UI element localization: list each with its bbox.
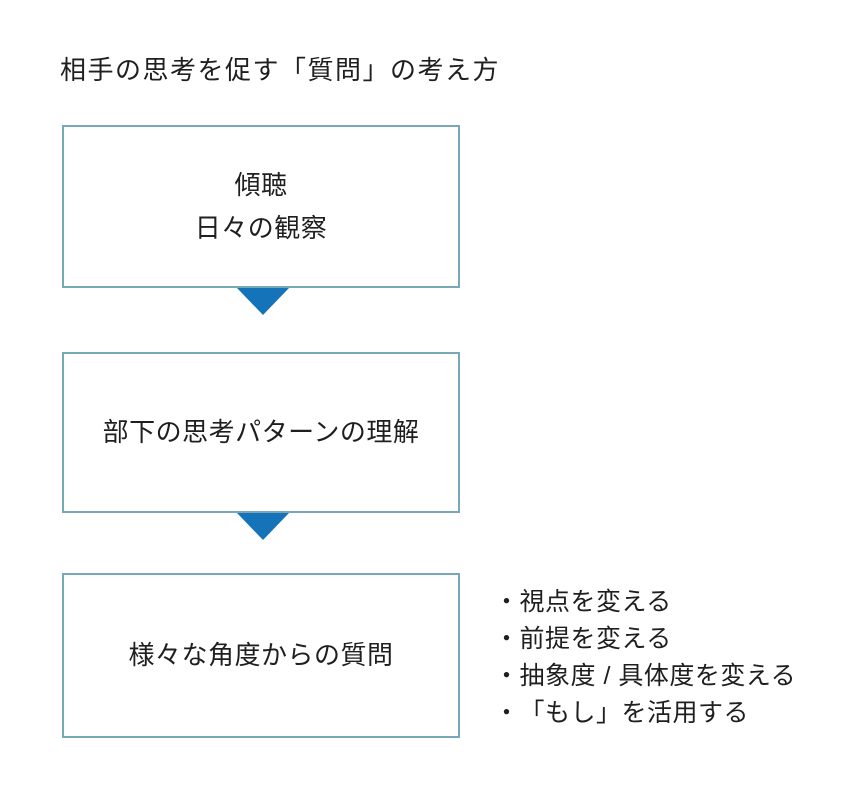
bullet-marker: ・ <box>494 662 520 690</box>
bullet-list: ・視点を変える ・前提を変える ・抽象度 / 具体度を変える ・「もし」を活用す… <box>494 584 796 732</box>
flow-box-questions-various-angles: 様々な角度からの質問 <box>62 573 460 738</box>
bullet-item: ・「もし」を活用する <box>494 695 796 732</box>
flow-box-line: 日々の観察 <box>194 212 328 243</box>
bullet-marker: ・ <box>494 625 520 653</box>
bullet-text: 「もし」を活用する <box>519 699 750 727</box>
flow-box-understanding-thought-patterns: 部下の思考パターンの理解 <box>62 352 460 513</box>
bullet-item: ・視点を変える <box>494 584 796 621</box>
flow-box-line: 傾聴 <box>234 169 288 200</box>
bullet-marker: ・ <box>494 588 520 616</box>
bullet-item: ・抽象度 / 具体度を変える <box>494 658 796 695</box>
page-title: 相手の思考を促す「質問」の考え方 <box>60 55 501 85</box>
flow-box-line: 様々な角度からの質問 <box>128 640 394 670</box>
down-arrow-icon <box>237 288 289 315</box>
bullet-item: ・前提を変える <box>494 621 796 658</box>
bullet-text: 前提を変える <box>519 625 672 653</box>
bullet-marker: ・ <box>494 699 520 727</box>
flow-box-line: 部下の思考パターンの理解 <box>102 417 420 447</box>
down-arrow-icon <box>237 513 289 540</box>
bullet-text: 視点を変える <box>519 588 672 616</box>
flow-box-listening-observation: 傾聴 日々の観察 <box>62 125 460 288</box>
bullet-text: 抽象度 / 具体度を変える <box>519 662 797 690</box>
